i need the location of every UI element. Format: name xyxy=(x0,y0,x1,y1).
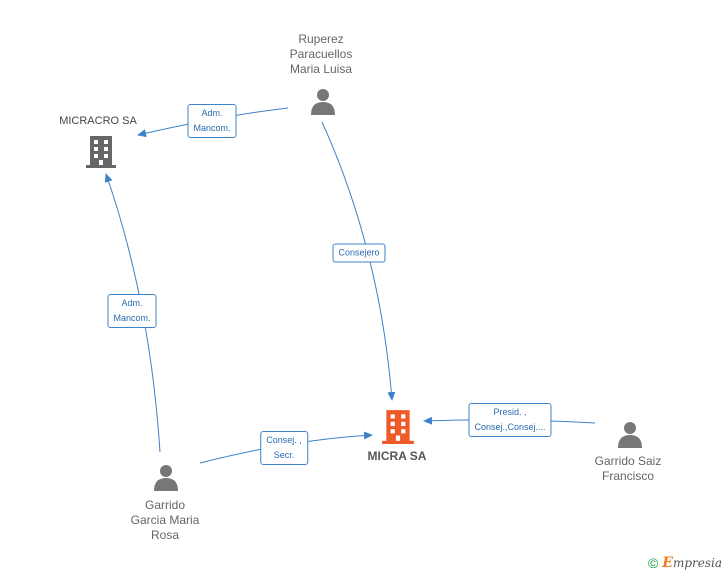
edge-label-ruperez-micracro[interactable]: Adm. Mancom. xyxy=(187,104,237,138)
node-label-garrido-rosa[interactable]: Garrido Garcia Maria Rosa xyxy=(130,498,200,542)
person-icon[interactable] xyxy=(152,463,180,491)
node-label-micracro[interactable]: MICRACRO SA xyxy=(59,115,137,127)
edge-label-rosa-micracro[interactable]: Adm. Mancom. xyxy=(107,294,157,328)
node-label-garrido-saiz[interactable]: Garrido Saiz Francisco xyxy=(594,454,662,483)
edge-label-rosa-micra[interactable]: Consej. , Secr. xyxy=(260,431,308,465)
building-icon[interactable] xyxy=(86,134,116,168)
copyright-symbol: © xyxy=(647,555,659,571)
brand-logo: Empresia xyxy=(662,555,722,571)
edge-label-ruperez-micra[interactable]: Consejero xyxy=(332,243,386,263)
node-label-micra[interactable]: MICRA SA xyxy=(367,449,427,463)
edge-label-saiz-micra[interactable]: Presid. , Consej.,Consej.... xyxy=(468,403,552,437)
brand-footer: © Empresia xyxy=(648,555,722,571)
person-icon[interactable] xyxy=(309,87,337,115)
person-icon[interactable] xyxy=(616,420,644,448)
building-main-icon[interactable] xyxy=(382,408,414,444)
node-label-ruperez[interactable]: Ruperez Paracuellos Maria Luisa xyxy=(289,32,353,76)
